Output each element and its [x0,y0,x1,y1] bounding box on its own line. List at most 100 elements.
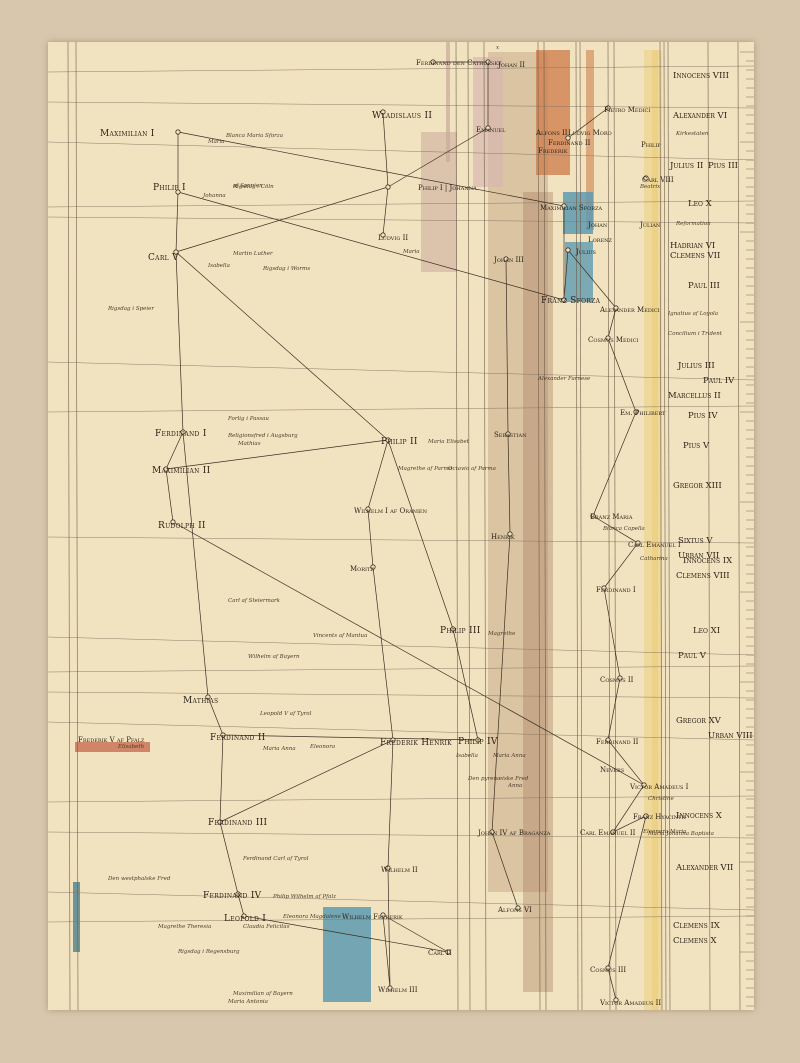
lineage-link [367,439,389,510]
vertical-rule [579,42,583,1010]
note-wilhelm-bayern: Wilhelm af Bayern [248,654,300,660]
note-eleonora: Eleonora [310,744,336,750]
lineage-link [563,249,569,301]
hairline [48,141,754,161]
ruler-philip2: Philip II [381,437,418,447]
vertical-rule [543,42,547,1010]
lineage-link [175,186,389,253]
note-christine: Christine [648,796,674,802]
lineage-link [177,131,565,207]
ruler-wladislaus: Wladislaus II [372,111,433,121]
pope-7: Hadrian VI [670,241,716,251]
lineage-link [607,677,621,741]
ruler-julius: Julius [576,248,596,256]
note-maria-johanna: Maria Johanna Baptista [648,831,714,837]
ruler-ferdinand2-n: Ferdinand II [548,139,591,147]
ruler-node [515,905,521,911]
note-maria2: Maria [403,249,420,255]
lineage-link [567,107,609,139]
pope-16: Pius V [683,441,710,451]
lineage-link [491,831,519,909]
lineage-link [219,821,239,895]
pope-27: Alexander VII [676,863,734,873]
pope-0: Innocens VIII [673,71,730,81]
ruler-philip-johanna: Philip I | Johanna [418,184,477,192]
lineage-link [382,914,391,989]
ruler-ludvig-moro: Ludvig Moro [568,129,612,137]
ruler-ferdinand4: Ferdinand IV [203,891,262,901]
ruler-node [601,585,607,591]
note-maria-anna: Maria Anna [263,746,296,752]
ruler-philip1: Philip I [153,183,186,193]
pope-17: Gregor XIII [673,481,722,491]
ruler-node [561,203,567,209]
pope-18: Sixtus V [678,536,713,546]
hairline [48,831,754,839]
ruler-node [385,865,391,871]
pope-21: Clemens VIII [676,571,730,581]
pope-19: Urban VII [678,551,720,561]
ruler-node [505,431,511,437]
note-isabella: Isabella [208,263,230,269]
pope-10: Ignatius af Loyola [668,311,719,317]
vertical-rule [455,42,459,1010]
ruler-node [643,175,649,181]
ruler-carl2: Carl II [428,949,452,957]
ruler-node [370,564,376,570]
ruler-node [380,109,386,115]
ruler-philip3: Philip III [440,626,481,636]
vertical-rule [575,42,579,1010]
ruler-node [565,135,571,141]
lineage-link [567,249,617,309]
note-beatrix: Beatrix [640,184,661,190]
note-eleonora-magd: Eleonora Magdalene [283,914,341,920]
ruler-rudolph2: Rudolph II [158,521,206,531]
lineage-link [382,914,449,953]
lineage-link [592,411,637,517]
ruler-node [643,813,649,819]
ruler-sebastian: Sebastian [494,431,527,439]
ruler-em-philibert: Em. Philibert [620,409,666,417]
note-magrethe-th: Magrethe Theresia [158,924,212,930]
note-carl-steiermark: Carl af Steiermark [228,598,281,604]
ruler-node [633,409,639,415]
ruler-ferdinand1: Ferdinand I [155,429,207,439]
ruler-carl-emanuel2: Carl Emanuel II [580,829,636,837]
ruler-node [605,737,611,743]
lineage-link [382,111,389,188]
note-maria-anna2: Maria Anna [493,753,526,759]
teal-strip-left [73,882,80,952]
ruler-alexander-medici: Alexander Medici [600,306,660,314]
ruler-emanuel: Emanuel [476,126,506,134]
ruler-node [485,59,491,65]
ruler-johan3: Johan III [494,256,524,264]
lineage-link [607,815,647,969]
note-martin-luther: Martin Luther [233,251,273,257]
note-passau: Forlig i Passau [228,416,269,422]
note-religionsfred: Religionsfred i Augsburg [228,433,298,439]
hairline [48,405,754,413]
lineage-link [175,191,179,253]
ruler-node [605,335,611,341]
vertical-rule [737,42,741,1010]
ruler-node [380,232,386,238]
ruler-node [180,429,186,435]
ruler-alfons2: Alfons II [536,129,568,137]
note-claudia: Claudia Felicitas [243,924,290,930]
ruler-node [385,437,391,443]
blue-patch-bottom [323,907,371,1002]
note-elenora-maria: Eleonora Maria [643,829,687,835]
hairline [48,891,754,911]
vertical-rule [537,42,541,1010]
ruler-matthias-h: Mathias [238,441,261,447]
lineage-link [165,468,174,523]
vertical-rule [483,42,487,1010]
note-isabella2: Isabella [456,753,478,759]
lineage-link [237,893,245,917]
ruler-ludvig2: Ludvig II [378,234,409,242]
pope-28: Clemens IX [673,921,720,931]
ruler-johan2: Johan II [498,61,526,69]
lineage-link [222,734,479,741]
ruler-ferdinand2: Ferdinand II [210,733,266,743]
hairline [48,915,754,923]
